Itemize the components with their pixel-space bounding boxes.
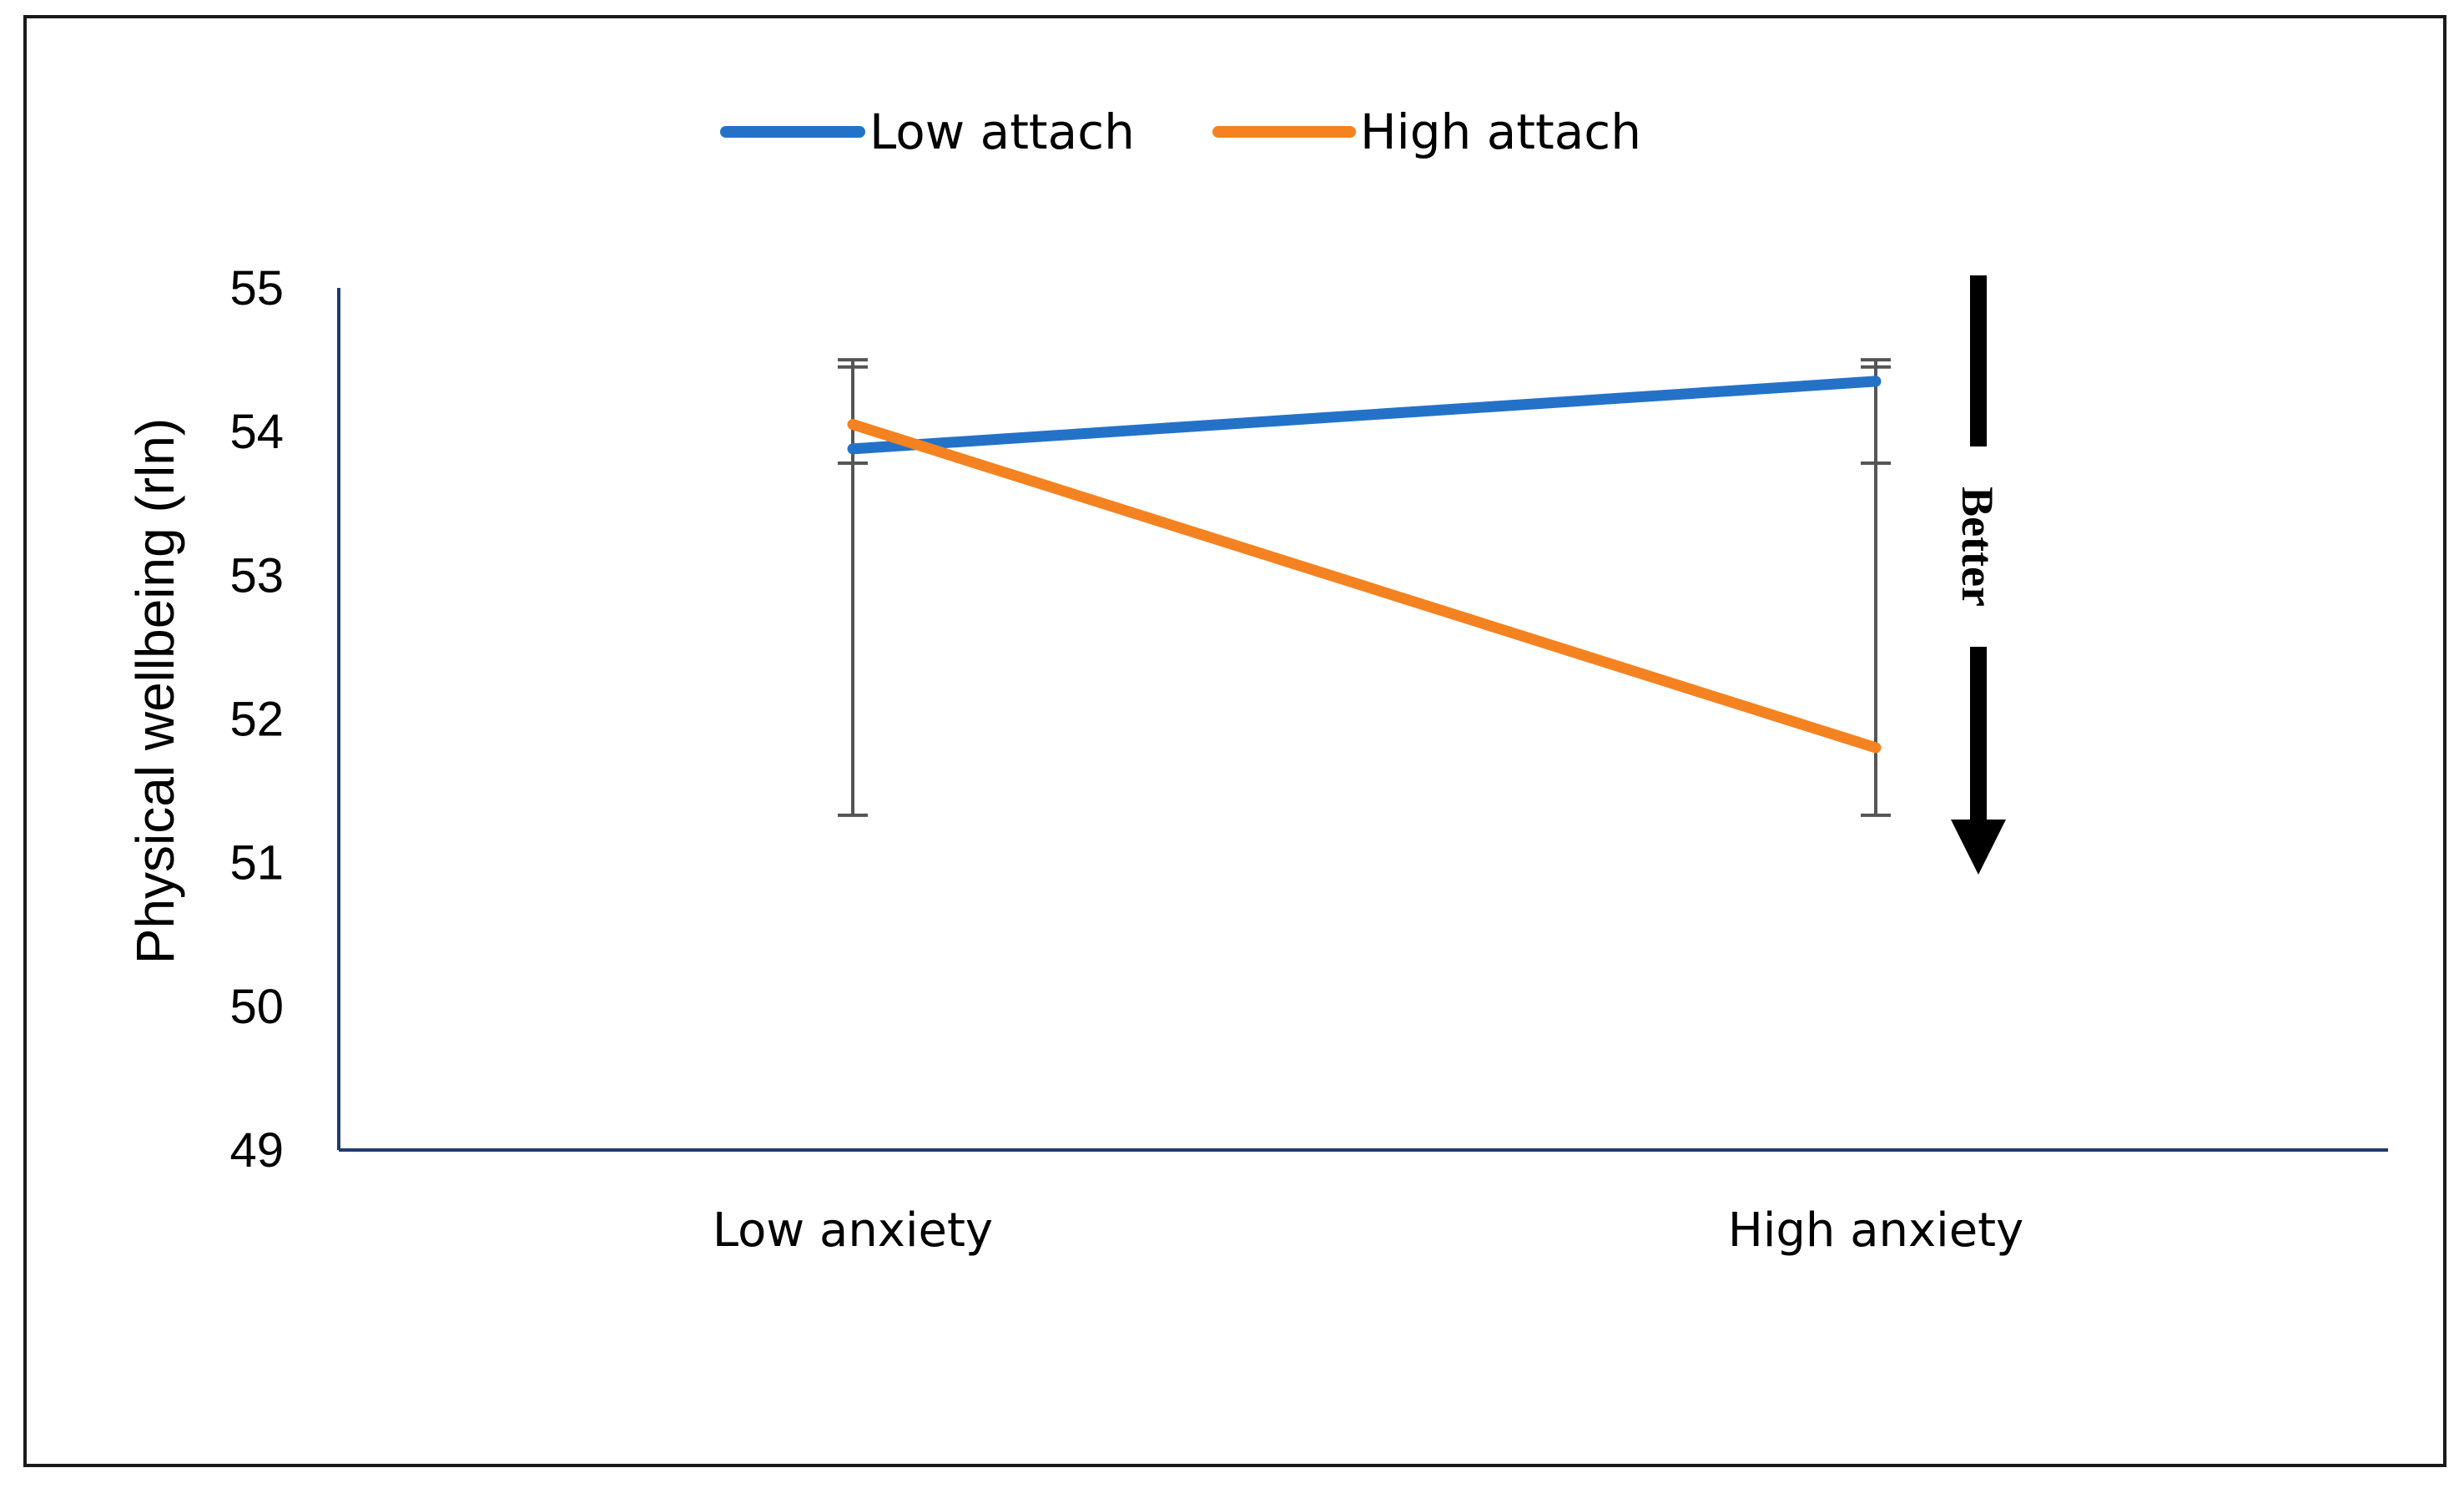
series-line-low-attach [847,376,1882,455]
y-tick-label: 54 [229,405,284,459]
y-tick-labels: 55 54 53 52 51 50 49 [229,261,284,1178]
arrow-head [1951,820,2006,875]
series-lines [847,376,1882,754]
legend-label-low-attach: Low attach [869,103,1135,160]
x-category-label-low-anxiety: Low anxiety [713,1203,993,1258]
y-axis-label: Physical wellbeing (rln) [125,418,185,964]
arrow-shaft-top [1970,275,1987,446]
x-category-label-high-anxiety: High anxiety [1728,1203,2024,1258]
better-arrow: Better [1951,275,2006,875]
legend: Low attach High attach [720,103,1641,160]
y-tick-label: 51 [229,836,284,890]
series-line-high-attach [847,419,1882,754]
y-tick-label: 53 [229,548,284,603]
arrow-shaft-bottom [1970,647,1987,822]
y-tick-label: 52 [229,693,284,747]
error-bars [838,358,1891,817]
y-tick-label: 49 [229,1123,284,1178]
chart-frame [23,15,2446,1467]
y-tick-label: 50 [229,980,284,1034]
better-label: Better [1953,487,2003,607]
legend-label-high-attach: High attach [1360,103,1641,160]
y-tick-label: 55 [229,261,284,315]
